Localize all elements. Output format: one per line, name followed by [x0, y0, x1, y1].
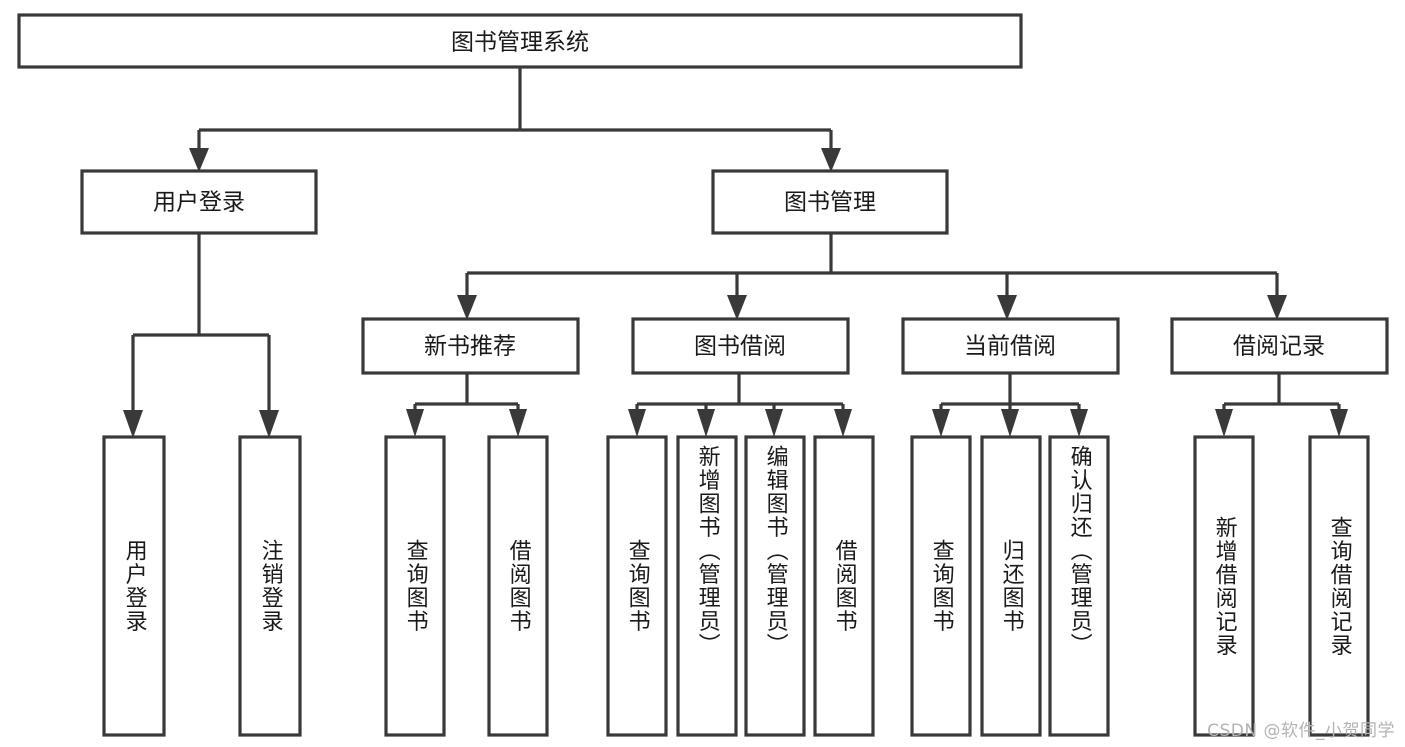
arrowhead-leaf-user-login-1 [123, 410, 143, 438]
node-user-login-box[interactable] [80, 169, 318, 235]
leaf-box-record-2[interactable] [1308, 435, 1370, 737]
node-borrow-record[interactable]: 借阅记录 [1170, 317, 1389, 375]
leaf-box-group [102, 435, 1370, 737]
arrowhead-leaf-borrow-2 [697, 409, 715, 437]
arrowhead-borrow [727, 295, 747, 320]
node-borrow-record-label: 借阅记录 [1233, 334, 1325, 360]
node-book-management[interactable]: 图书管理 [711, 169, 949, 235]
arrowhead-book-mgmt [821, 148, 841, 172]
leaf-box-user-login-1[interactable] [102, 435, 166, 737]
leaf-box-recommend-1[interactable] [384, 435, 446, 737]
arrowhead-current [997, 295, 1017, 320]
arrowhead-leaf-user-login-2 [259, 410, 279, 438]
node-root[interactable]: 图书管理系统 [17, 13, 1023, 69]
watermark-text: CSDN @软件_小贺同学 [1207, 721, 1395, 741]
node-book-borrow-box[interactable] [631, 317, 850, 375]
arrowhead-leaf-borrow-4 [834, 409, 852, 437]
node-user-login-label: 用户登录 [153, 190, 245, 216]
arrowhead-leaf-record-2 [1330, 409, 1348, 437]
node-book-borrow-label: 图书借阅 [694, 334, 786, 360]
node-root-label: 图书管理系统 [451, 30, 589, 56]
arrowhead-leaf-recommend-2 [509, 409, 527, 437]
arrowhead-record [1267, 295, 1287, 320]
leaf-box-user-login-2[interactable] [238, 435, 302, 737]
arrowhead-leaf-current-2 [1001, 409, 1019, 437]
node-book-management-label: 图书管理 [784, 190, 876, 216]
arrowhead-leaf-recommend-1 [406, 409, 424, 437]
leaf-box-borrow-4[interactable] [813, 435, 875, 737]
leaf-box-record-1[interactable] [1193, 435, 1255, 737]
leaf-box-borrow-1[interactable] [606, 435, 668, 737]
arrowhead-leaf-borrow-1 [628, 409, 646, 437]
leaf-box-current-2[interactable] [980, 435, 1042, 737]
arrowhead-leaf-current-3 [1070, 409, 1088, 437]
node-new-book-recommend-box[interactable] [361, 317, 580, 375]
node-book-management-box[interactable] [711, 169, 949, 235]
leaf-box-borrow-2[interactable] [676, 435, 738, 737]
arrowhead-leaf-current-1 [932, 409, 950, 437]
arrowhead-recommend [457, 295, 477, 320]
node-new-book-recommend[interactable]: 新书推荐 [361, 317, 580, 375]
arrowhead-leaf-record-1 [1215, 409, 1233, 437]
node-new-book-recommend-label: 新书推荐 [424, 334, 516, 360]
node-current-borrow-label: 当前借阅 [964, 334, 1056, 360]
arrowhead-user-login [189, 148, 209, 172]
leaf-box-current-1[interactable] [910, 435, 972, 737]
node-root-box[interactable] [17, 13, 1023, 69]
node-user-login[interactable]: 用户登录 [80, 169, 318, 235]
leaf-box-current-3[interactable] [1048, 435, 1110, 737]
node-borrow-record-box[interactable] [1170, 317, 1389, 375]
arrowhead-leaf-borrow-3 [765, 409, 783, 437]
node-current-borrow[interactable]: 当前借阅 [901, 317, 1120, 375]
leaf-box-borrow-3[interactable] [744, 435, 806, 737]
leaf-box-recommend-2[interactable] [487, 435, 549, 737]
arrowhead-group [123, 148, 1348, 438]
node-book-borrow[interactable]: 图书借阅 [631, 317, 850, 375]
node-current-borrow-box[interactable] [901, 317, 1120, 375]
